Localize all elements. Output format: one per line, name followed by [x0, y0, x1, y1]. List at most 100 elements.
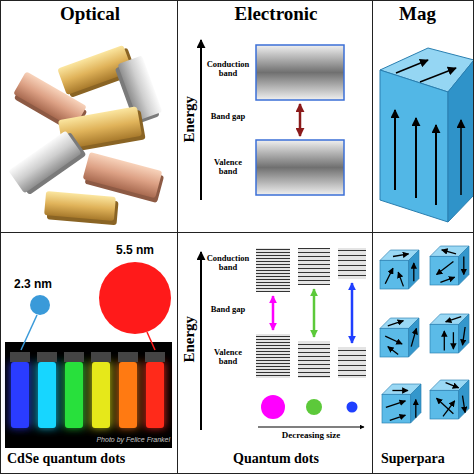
superparamagnetic-cubes [430, 246, 469, 285]
superparamagnetic-cubes [453, 332, 454, 349]
magnetic-cube [435, 125, 437, 205]
quantum-dot-photo [10, 362, 30, 428]
superparamagnetic-cubes [380, 250, 419, 289]
superparamagnetic-cubes [444, 331, 445, 351]
band-label: Band gap [204, 112, 252, 121]
size-label: 5.5 nm [105, 244, 165, 257]
quantum-dot-photo [38, 362, 56, 428]
band-label: Conduction band [204, 254, 252, 273]
quantum-dot-levels [256, 248, 290, 292]
quantum-dot-photo [21, 315, 37, 350]
panel-caption: Quantum dots [178, 451, 374, 466]
band-label: Conduction band [204, 60, 252, 79]
panel-caption: Superpara [381, 451, 473, 466]
quantum-dot-photo [147, 332, 155, 350]
size-label: 2.3 nm [14, 278, 70, 291]
quantum-dot-photo [118, 352, 138, 362]
band-label: Band gap [204, 305, 252, 314]
superparamagnetic-cubes [385, 336, 402, 344]
quantum-dot-photo [118, 362, 138, 428]
axis-label: Energy [181, 309, 198, 369]
quantum-dot-photo [64, 362, 84, 428]
quantum-dot-levels [338, 347, 366, 378]
superparamagnetic-cubes [446, 383, 459, 388]
metal-bars [44, 191, 116, 221]
magnetic-cube [380, 70, 448, 222]
quantum-dot-levels [298, 248, 330, 285]
metal-bars [44, 191, 119, 225]
quantum-dot-photo [65, 362, 83, 428]
superparamagnetic-cubes [388, 321, 404, 326]
quantum-dot-levels [201, 248, 366, 430]
magnetic-cube [380, 48, 474, 222]
superparamagnetic-cubes [380, 318, 419, 357]
superparamagnetic-cubes [398, 272, 403, 286]
panel-heading: Mag [399, 4, 471, 25]
quantum-dot-levels [298, 341, 330, 378]
quantum-dot-photo [91, 352, 111, 362]
band-label: Valence band [204, 348, 252, 367]
superparamagnetic-cubes [430, 314, 469, 353]
quantum-dot-photo [145, 352, 165, 362]
quantum-dot-photo [64, 352, 84, 362]
quantum-dot-levels [200, 252, 202, 430]
quantum-dot-photo [10, 362, 165, 428]
superparamagnetic-cubes [382, 384, 421, 423]
magnetic-cube [460, 120, 462, 195]
panel-heading: Optical [1, 4, 179, 25]
quantum-dot-photo [119, 362, 137, 428]
superparamagnetic-cubes [413, 263, 414, 281]
superparamagnetic-cubes [430, 246, 469, 285]
quantum-dot-photo [30, 295, 50, 315]
metal-bars [8, 129, 86, 197]
figure-panel: Superpara [372, 232, 474, 474]
quantum-dot-photo [37, 362, 57, 428]
metal-bars [8, 130, 81, 193]
quantum-dot-photo [145, 362, 165, 428]
figure-panel: Quantum dots [177, 232, 373, 474]
quantum-dot-levels [258, 426, 364, 427]
superparamagnetic-cubes [411, 328, 416, 346]
quantum-dot-photo [10, 352, 30, 362]
magnetic-cube [420, 68, 456, 82]
magnetic-cube [394, 110, 396, 190]
band-diagram [256, 140, 344, 195]
band-diagram [256, 45, 344, 100]
superparamagnetic-cubes [446, 317, 462, 322]
superparamagnetic-cubes [380, 250, 419, 289]
band-diagram [201, 40, 344, 200]
superparamagnetic-cubes [380, 246, 469, 423]
figure-panel: Mag [372, 0, 474, 233]
axis-label: Decreasing size [251, 431, 371, 441]
axis-label: Energy [181, 89, 198, 149]
superparamagnetic-cubes [385, 268, 393, 284]
panel-heading: Electronic [178, 4, 374, 25]
superparamagnetic-cubes [442, 250, 456, 254]
magnetic-cube [448, 60, 474, 222]
quantum-dot-photo [91, 362, 111, 428]
quantum-dot-levels [313, 289, 316, 337]
figure-panel: Optical [0, 0, 178, 233]
quantum-dot-levels [306, 399, 322, 415]
band-diagram [200, 40, 202, 200]
quantum-dot-levels [338, 248, 366, 279]
superparamagnetic-cubes [382, 384, 421, 423]
quantum-dot-levels [261, 395, 285, 419]
photo-credit: Photo by Felice Frankel [88, 436, 170, 444]
superparamagnetic-cubes [430, 314, 469, 353]
quantum-dot-photo [5, 262, 172, 448]
superparamagnetic-cubes [390, 415, 406, 420]
figure-panel: Electronic [177, 0, 373, 233]
quantum-dot-photo [92, 362, 110, 428]
superparamagnetic-cubes [463, 256, 464, 274]
quantum-dot-levels [256, 334, 290, 378]
metal-bars [8, 44, 165, 225]
quantum-dot-photo [37, 352, 57, 362]
superparamagnetic-cubes [415, 400, 416, 418]
superparamagnetic-cubes [386, 401, 406, 408]
superparamagnetic-cubes [463, 396, 466, 413]
band-label: Valence band [204, 158, 252, 177]
quantum-dot-photo [99, 262, 171, 334]
panel-caption: CdSe quantum dots [7, 451, 175, 466]
